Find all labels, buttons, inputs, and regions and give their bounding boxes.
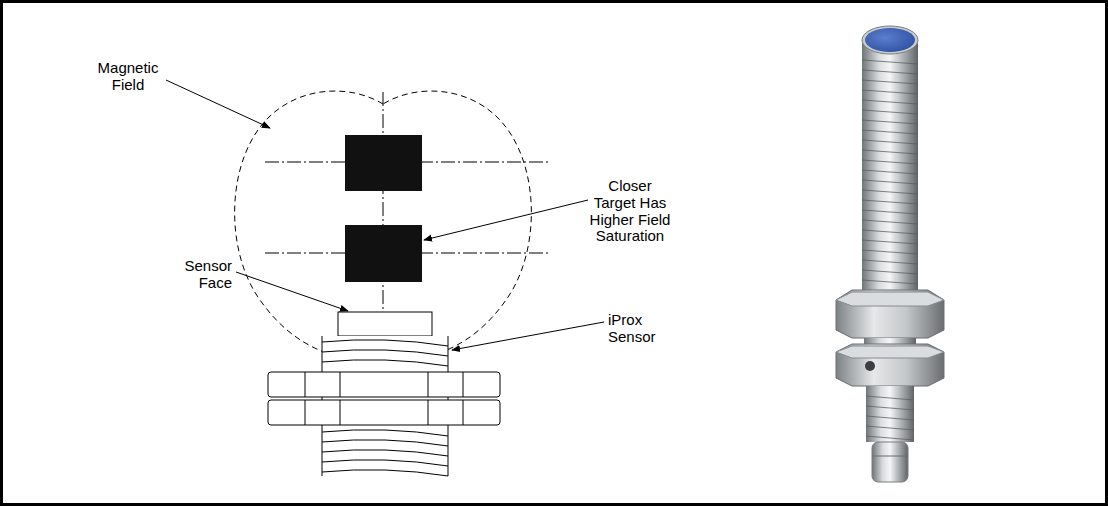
callout-label: iProx Sensor: [608, 312, 664, 346]
magnetic-field-outline: [235, 91, 532, 362]
target-block: [345, 135, 422, 191]
sensor-photo: [836, 26, 944, 482]
leader-lines: [166, 80, 604, 350]
callout-label: Closer Target Has Higher Field Saturatio…: [588, 178, 672, 245]
center-lines: [265, 92, 550, 312]
target-block: [345, 225, 422, 282]
callout-label: Magnetic Field: [90, 60, 166, 94]
sensor-drawing: [268, 312, 500, 476]
callout-label: Sensor Face: [168, 258, 232, 292]
